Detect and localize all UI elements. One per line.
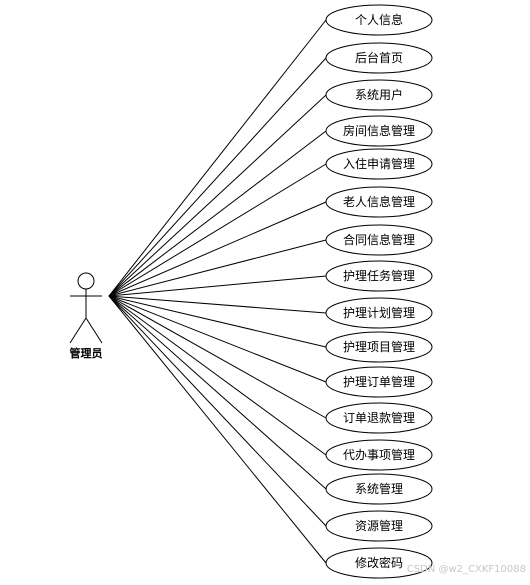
use-case-ellipse [325, 366, 433, 398]
use-case: 护理项目管理 [325, 331, 433, 363]
use-case-label: 系统用户 [355, 87, 403, 102]
association-line [108, 163, 327, 297]
use-case: 护理计划管理 [325, 297, 433, 329]
use-case-label: 护理项目管理 [343, 339, 415, 354]
use-case: 护理订单管理 [325, 366, 433, 398]
use-case: 系统管理 [325, 473, 433, 505]
use-case: 老人信息管理 [325, 186, 433, 218]
use-case-label: 后台首页 [355, 50, 403, 65]
use-case: 订单退款管理 [325, 402, 433, 434]
use-case-label: 老人信息管理 [343, 194, 415, 209]
use-case: 资源管理 [325, 510, 433, 542]
association-line [108, 19, 327, 297]
use-case-ellipse [325, 297, 433, 329]
use-case-ellipse [325, 148, 433, 180]
actor-label: 管理员 [70, 346, 103, 360]
use-case: 代办事项管理 [325, 439, 433, 471]
association-line [108, 295, 327, 314]
use-case: 入住申请管理 [325, 148, 433, 180]
use-case-label: 护理订单管理 [343, 374, 415, 389]
use-case-ellipse [325, 79, 433, 111]
use-case-ellipse [325, 510, 433, 542]
association-line [108, 130, 327, 297]
actor-left-leg [69, 317, 87, 344]
use-case-label: 修改密码 [355, 555, 403, 570]
association-line [108, 295, 327, 490]
use-case-label: 资源管理 [355, 518, 403, 533]
use-case-ellipse [325, 186, 433, 218]
use-case: 后台首页 [325, 42, 433, 74]
use-case-ellipse [325, 260, 433, 292]
association-line [108, 295, 327, 348]
use-case-label: 护理任务管理 [343, 268, 415, 283]
use-case-label: 个人信息 [355, 12, 403, 27]
use-case-ellipse [325, 473, 433, 505]
use-case-list: 个人信息后台首页系统用户房间信息管理入住申请管理老人信息管理合同信息管理护理任务… [325, 4, 433, 579]
use-case-ellipse [325, 115, 433, 147]
actor-right-leg [85, 317, 103, 344]
use-case-label: 房间信息管理 [343, 123, 415, 138]
use-case-label: 订单退款管理 [343, 410, 415, 425]
use-case: 修改密码 [325, 547, 433, 579]
use-case-ellipse [325, 331, 433, 363]
association-line [108, 295, 327, 383]
use-case-label: 入住申请管理 [343, 156, 415, 171]
use-case-label: 护理计划管理 [343, 305, 415, 320]
use-case-ellipse [325, 4, 433, 36]
use-case-ellipse [325, 547, 433, 579]
association-line [108, 275, 327, 297]
use-case: 系统用户 [325, 79, 433, 111]
use-case: 房间信息管理 [325, 115, 433, 147]
use-case-ellipse [325, 439, 433, 471]
use-case: 合同信息管理 [325, 224, 433, 256]
use-case-label: 代办事项管理 [343, 447, 415, 462]
use-case-label: 系统管理 [355, 481, 403, 496]
use-case-label: 合同信息管理 [343, 232, 415, 247]
association-lines [108, 19, 327, 564]
use-case-ellipse [325, 224, 433, 256]
association-line [108, 239, 327, 297]
association-line [108, 57, 327, 297]
association-line [108, 295, 327, 527]
use-case-ellipse [325, 42, 433, 74]
watermark: CSDN @w2_CXKF10088 [407, 564, 526, 575]
association-line [108, 201, 327, 297]
actor-admin: 管理员 [69, 272, 103, 360]
association-line [108, 94, 327, 297]
association-line [108, 295, 327, 456]
use-case: 个人信息 [325, 4, 433, 36]
use-case: 护理任务管理 [325, 260, 433, 292]
actor-head [77, 272, 95, 290]
association-line [108, 295, 327, 419]
use-case-ellipse [325, 402, 433, 434]
association-line [108, 295, 327, 564]
